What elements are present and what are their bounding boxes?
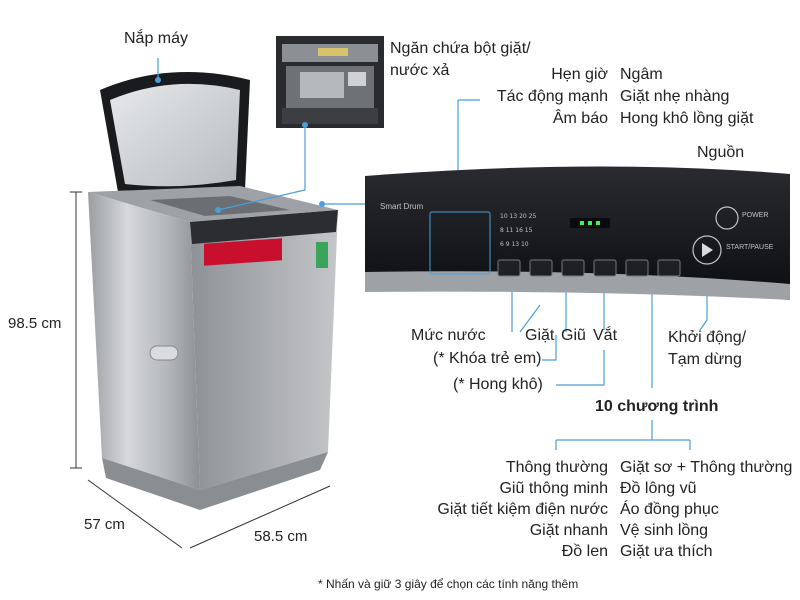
panel-right-2: Giặt nhẹ nhàng [620, 88, 730, 105]
program-left-3: Giặt tiết kiệm điện nước [437, 501, 608, 518]
leader-lines [157, 58, 711, 450]
panel-left-1: Hẹn giờ [551, 66, 608, 83]
control-panel: 10 13 20 25 8 11 16 15 6 9 13 10 [365, 166, 790, 300]
rinse-label: Giũ [561, 327, 586, 344]
wash-label: Giặt [525, 327, 555, 344]
program-right-4: Vệ sinh lồng [620, 522, 709, 539]
detergent-label: Ngăn chứa bột giặt/ nước xả [390, 40, 531, 79]
detergent-drawer-photo [276, 36, 384, 128]
panel-left-2: Tác động mạnh [496, 88, 608, 105]
height-dimension: 98.5 cm [8, 315, 62, 332]
program-left-4: Giặt nhanh [529, 522, 608, 539]
program-right-1: Giặt sơ + Thông thường [620, 459, 793, 476]
svg-text:10 13 20 25: 10 13 20 25 [500, 213, 536, 220]
dry-label: (* Hong khô) [453, 376, 543, 393]
panel-right-3: Hong khô lồng giặt [620, 110, 754, 127]
program-right-3: Áo đồng phục [620, 501, 719, 518]
panel-brand: Smart Drum [380, 202, 424, 211]
washing-machine [88, 72, 338, 510]
lid-label: Nắp máy [124, 30, 189, 47]
spin-label: Vắt [593, 327, 618, 344]
program-right-2: Đồ lông vũ [620, 480, 697, 497]
depth-dimension: 57 cm [84, 516, 125, 533]
start-pause-label: Khởi động/ Tạm dừng [668, 329, 747, 368]
panel-left-3: Âm báo [552, 110, 608, 127]
child-lock-label: (* Khóa trẻ em) [433, 350, 542, 367]
program-left-2: Giũ thông minh [499, 480, 608, 497]
panel-right-1: Ngâm [620, 66, 663, 83]
power-label: Nguồn [697, 144, 745, 161]
programs-title: 10 chương trình [595, 398, 719, 415]
svg-text:6 9 13 10: 6 9 13 10 [500, 241, 529, 248]
width-dimension: 58.5 cm [254, 528, 308, 545]
dimension-lines [70, 191, 331, 549]
water-level-label: Mức nước [411, 327, 486, 344]
panel-power-text: POWER [742, 212, 769, 219]
program-right-5: Giặt ưa thích [620, 543, 713, 560]
panel-start-text: START/PAUSE [726, 244, 774, 251]
svg-text:8 11 16 15: 8 11 16 15 [500, 227, 533, 234]
program-left-5: Đồ len [561, 543, 608, 560]
footnote: * Nhấn và giữ 3 giây để chọn các tính nă… [318, 577, 579, 591]
program-left-1: Thông thường [505, 459, 608, 476]
